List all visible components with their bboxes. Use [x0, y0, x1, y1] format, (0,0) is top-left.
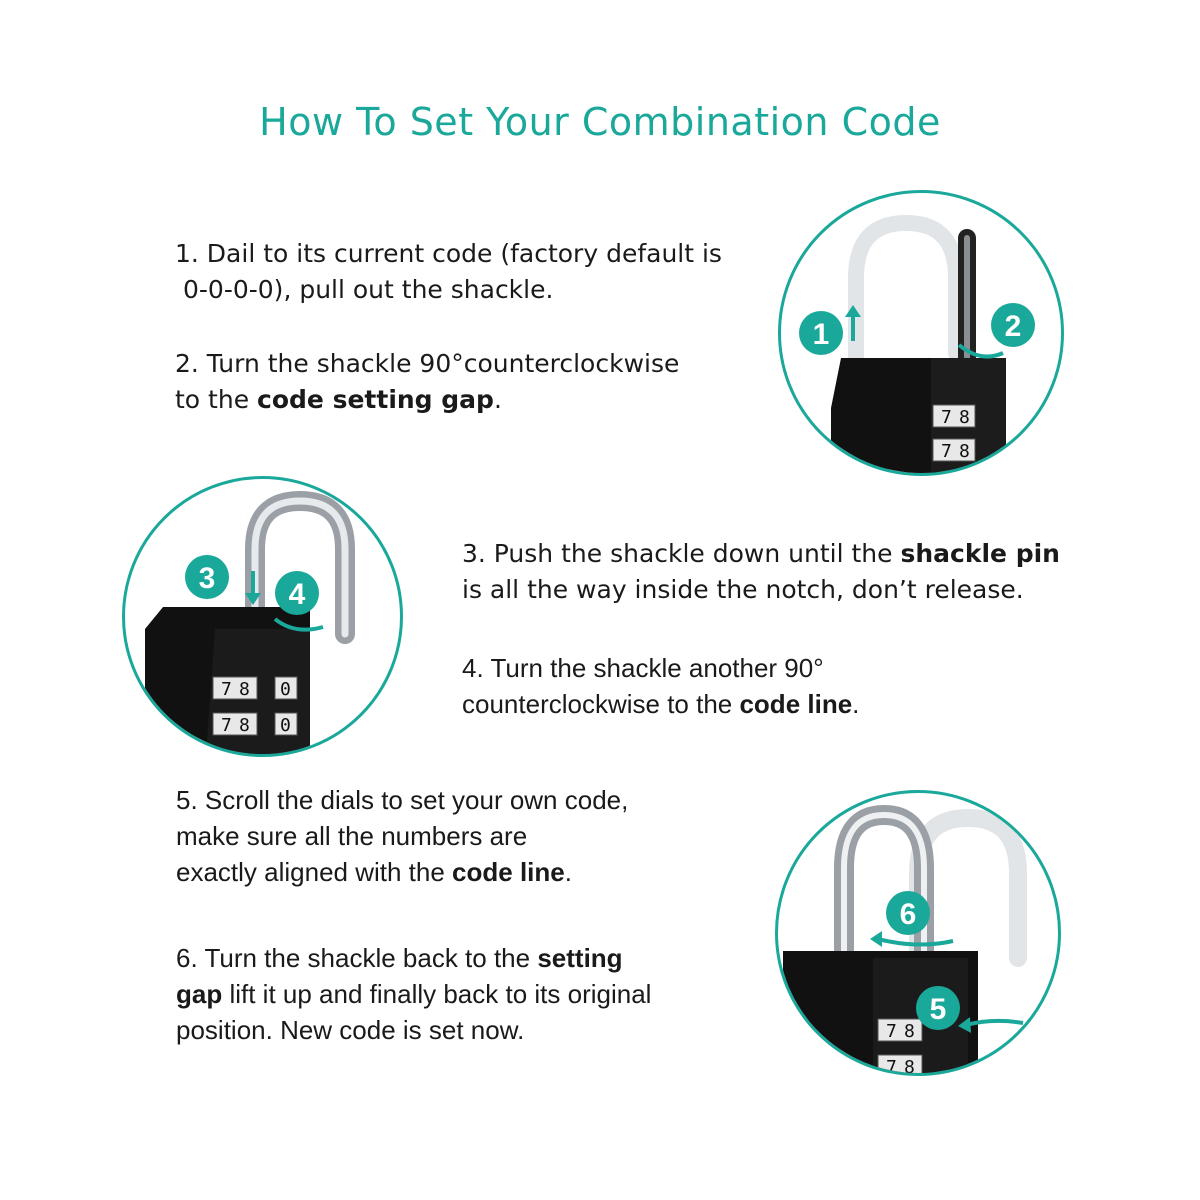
svg-text:8: 8 — [959, 441, 970, 462]
badge-2: 2 — [1005, 310, 1022, 343]
step-2: 2. Turn the shackle 90°counterclockwise … — [175, 346, 679, 418]
step-2-line-1: 2. Turn the shackle 90°counterclockwise — [175, 349, 680, 378]
svg-text:0: 0 — [280, 679, 291, 700]
illustration-steps-5-6: 7 8 7 8 6 5 — [775, 790, 1061, 1076]
dial-row-1: 7 8 0 — [212, 676, 298, 700]
step-1-line-1: 1. Dail to its current code (factory def… — [175, 239, 722, 268]
code-setting-gap-term: code setting gap — [257, 385, 494, 414]
curved-arrow-icon — [273, 617, 324, 632]
dial-row-2: 7 8 — [932, 438, 976, 462]
svg-text:7: 7 — [221, 715, 232, 736]
code-line-term-2: code line — [452, 857, 565, 887]
illustration-steps-3-4: 7 8 0 7 8 0 3 4 — [122, 476, 403, 757]
step-5: 5. Scroll the dials to set your own code… — [176, 782, 628, 890]
dial-row-1: 7 8 — [877, 1018, 923, 1042]
dial-row-2: 7 8 0 — [212, 712, 298, 736]
curved-arrow-icon — [877, 937, 954, 947]
step-6-line-3: position. New code is set now. — [176, 1015, 525, 1045]
svg-text:7: 7 — [886, 1021, 897, 1042]
svg-text:0: 0 — [280, 715, 291, 736]
setting-term: setting — [537, 943, 623, 973]
badge-5: 5 — [930, 993, 947, 1026]
shackle-pin-term: shackle pin — [900, 539, 1060, 568]
svg-text:8: 8 — [239, 715, 250, 736]
step-3-line-2: is all the way inside the notch, don’t r… — [462, 575, 1024, 604]
step-1-line-2: 0-0-0-0), pull out the shackle. — [183, 275, 554, 304]
step-6-line-2: gap lift it up and finally back to its o… — [176, 979, 652, 1009]
step-3-line-1: 3. Push the shackle down until the shack… — [462, 539, 1060, 568]
dial-row-2: 7 8 — [877, 1054, 923, 1073]
padlock-icon: 7 8 7 8 1 2 — [799, 214, 1035, 473]
svg-text:8: 8 — [904, 1021, 915, 1042]
code-line-term: code line — [739, 689, 853, 719]
page-title: How To Set Your Combination Code — [259, 100, 941, 144]
badge-4: 4 — [289, 578, 306, 611]
badge-1: 1 — [813, 318, 830, 351]
padlock-icon: 7 8 7 8 6 5 — [783, 804, 1027, 1073]
svg-text:8: 8 — [239, 679, 250, 700]
badge-3: 3 — [199, 562, 216, 595]
step-3: 3. Push the shackle down until the shack… — [462, 536, 1060, 608]
step-1: 1. Dail to its current code (factory def… — [175, 236, 722, 308]
padlock-icon: 7 8 0 7 8 0 3 4 — [145, 490, 355, 754]
svg-text:7: 7 — [221, 679, 232, 700]
svg-text:8: 8 — [904, 1057, 915, 1073]
svg-text:7: 7 — [886, 1057, 897, 1073]
step-6-line-1: 6. Turn the shackle back to the setting — [176, 943, 623, 973]
gap-term: gap — [176, 979, 223, 1009]
step-4-line-2: counterclockwise to the code line. — [462, 689, 860, 719]
badge-6: 6 — [900, 898, 917, 931]
step-4-line-1: 4. Turn the shackle another 90° — [462, 653, 824, 683]
dial-row-1: 7 8 — [932, 404, 976, 428]
curved-arrow-icon — [957, 343, 1004, 359]
curved-arrow-icon — [965, 1018, 1024, 1027]
step-5-line-2: make sure all the numbers are — [176, 821, 528, 851]
step-5-line-1: 5. Scroll the dials to set your own code… — [176, 785, 629, 815]
illustration-steps-1-2: 7 8 7 8 1 2 — [778, 190, 1064, 476]
step-2-line-2: to the code setting gap. — [175, 385, 502, 414]
step-5-line-3: exactly aligned with the code line. — [176, 857, 572, 887]
svg-text:7: 7 — [941, 441, 952, 462]
step-4: 4. Turn the shackle another 90° counterc… — [462, 650, 859, 722]
svg-text:8: 8 — [959, 407, 970, 428]
step-6: 6. Turn the shackle back to the setting … — [176, 940, 651, 1048]
svg-text:7: 7 — [941, 407, 952, 428]
